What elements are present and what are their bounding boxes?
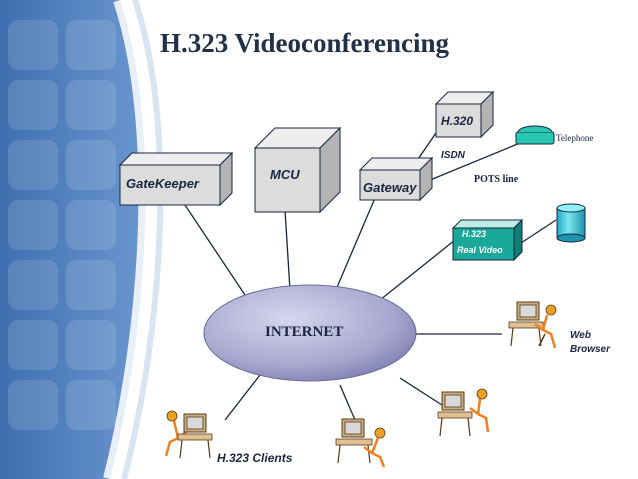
web-browser-label-line2: Browser <box>570 344 611 355</box>
link-mcu <box>284 209 291 291</box>
gatekeeper-box <box>118 151 234 207</box>
web-browser-client-icon <box>508 301 557 349</box>
pots-line-label: POTS line <box>474 174 519 185</box>
internet-label: INTERNET <box>265 324 344 340</box>
realvideo-box <box>451 218 524 262</box>
h323-client-icon-3 <box>437 388 490 437</box>
link-gateway <box>334 197 376 293</box>
h323-clients-label: H.323 Clients <box>217 451 293 465</box>
slide-title: H.323 Videoconferencing <box>160 28 449 58</box>
link-gatekeeper <box>184 204 246 296</box>
connection-lines <box>184 129 557 421</box>
gateway-box <box>358 156 434 202</box>
link-realvideo <box>379 239 456 301</box>
gatekeeper-label: GateKeeper <box>126 176 199 191</box>
internet-cloud <box>203 284 417 382</box>
isdn-label: ISDN <box>441 150 465 161</box>
telephone-icon <box>515 125 555 145</box>
h320-label: H.320 <box>441 114 474 128</box>
h323-client-icon-1 <box>164 410 213 459</box>
mcu-label: MCU <box>270 167 300 182</box>
realvideo-label-line1: H.323 <box>462 229 487 239</box>
link-server <box>517 219 557 246</box>
web-browser-label-line1: Web <box>570 330 591 341</box>
gateway-label: Gateway <box>363 180 417 195</box>
server-cylinder-icon <box>556 203 586 243</box>
telephone-label: Telephone <box>556 133 594 143</box>
link-pots <box>417 142 521 186</box>
link-client-3 <box>399 377 443 406</box>
background-panel <box>0 0 164 479</box>
link-client-1 <box>224 374 261 421</box>
h323-client-icon-2 <box>335 418 386 468</box>
h320-box <box>434 90 495 139</box>
realvideo-label-line2: Real Video <box>457 245 503 255</box>
link-client-2 <box>339 384 356 421</box>
mcu-box <box>253 126 342 214</box>
